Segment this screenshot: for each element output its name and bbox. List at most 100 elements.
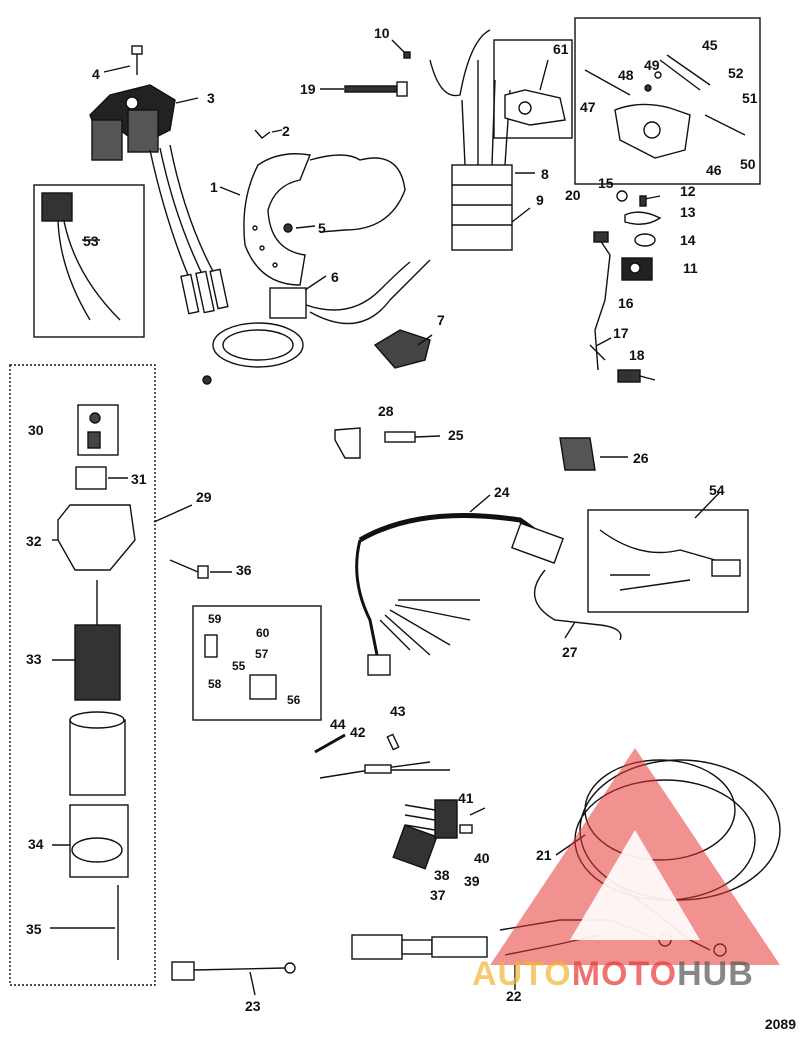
part-11-switch (621, 257, 653, 281)
callout-19: 19 (300, 81, 316, 97)
callout-57: 57 (255, 647, 269, 661)
part-4-bolt (103, 45, 143, 75)
part-starter-housing (69, 711, 126, 796)
part-43-terminal (386, 733, 400, 751)
callout-28: 28 (378, 403, 394, 419)
part-1-trigger-plate (219, 153, 406, 286)
part-29-leader (153, 504, 193, 523)
part-26-grommet (559, 437, 628, 471)
part-54-harness (599, 491, 741, 591)
inset-box-45-52 (574, 17, 761, 185)
callout-32: 32 (26, 533, 42, 549)
callout-47: 47 (580, 99, 596, 115)
part-33-armature (52, 580, 121, 701)
part-53-harness (41, 192, 121, 321)
part-42-harness (319, 761, 450, 779)
callout-38: 38 (434, 867, 450, 883)
callout-41: 41 (458, 790, 474, 806)
part-61-switch (504, 59, 566, 126)
callout-54: 54 (709, 482, 725, 498)
callout-58: 58 (208, 677, 222, 691)
callout-26: 26 (633, 450, 649, 466)
part-5-screw (283, 223, 316, 233)
callout-24: 24 (494, 484, 510, 500)
callout-16: 16 (618, 295, 634, 311)
callout-14: 14 (680, 232, 696, 248)
part-46-bracket (584, 54, 746, 159)
part-40-terminal (459, 824, 473, 834)
callout-43: 43 (390, 703, 406, 719)
callout-49: 49 (644, 57, 660, 73)
part-10-screw (391, 39, 411, 59)
callout-10: 10 (374, 25, 390, 41)
callout-21: 21 (536, 847, 552, 863)
callout-7: 7 (437, 312, 445, 328)
callout-48: 48 (618, 67, 634, 83)
part-41-screw (469, 807, 486, 816)
callout-34: 34 (28, 836, 44, 852)
callout-29: 29 (196, 489, 212, 505)
callout-25: 25 (448, 427, 464, 443)
part-9-screw (511, 207, 531, 223)
callout-61: 61 (553, 41, 569, 57)
callout-50: 50 (740, 156, 756, 172)
callout-31: 31 (131, 471, 147, 487)
callout-33: 33 (26, 651, 42, 667)
callout-55: 55 (232, 659, 246, 673)
callout-39: 39 (464, 873, 480, 889)
part-24-harness (355, 494, 564, 676)
part-17-boot (589, 337, 612, 361)
callout-42: 42 (350, 724, 366, 740)
part-8-module (429, 29, 535, 251)
watermark-logo (490, 748, 780, 965)
part-7-bracket (373, 329, 433, 369)
callout-5: 5 (318, 220, 326, 236)
part-38-rectifier (392, 824, 438, 870)
wm-hub: HUB (677, 955, 754, 993)
part-18-plug (617, 369, 656, 383)
callout-20: 20 (565, 187, 581, 203)
callout-52: 52 (728, 65, 744, 81)
part-14-spacer (634, 233, 656, 247)
callout-2: 2 (282, 123, 290, 139)
part-32-end-cap (52, 504, 136, 571)
inset-box-53 (33, 184, 145, 338)
callout-3: 3 (207, 90, 215, 106)
callout-46: 46 (706, 162, 722, 178)
wm-auto: AUTO (472, 955, 572, 993)
part-36-bolt (169, 559, 232, 579)
callout-60: 60 (256, 626, 270, 640)
callout-40: 40 (474, 850, 490, 866)
callout-59: 59 (208, 612, 222, 626)
callout-45: 45 (702, 37, 718, 53)
part-55-relay (249, 674, 277, 700)
part-19-bolt (320, 81, 408, 97)
callout-15: 15 (598, 175, 614, 191)
callout-6: 6 (331, 269, 339, 285)
callout-51: 51 (742, 90, 758, 106)
callout-35: 35 (26, 921, 42, 937)
callout-53: 53 (83, 233, 99, 249)
part-6-ignition-coil (202, 259, 431, 385)
callout-11: 11 (683, 260, 698, 276)
inset-box-54 (587, 509, 749, 613)
callout-30: 30 (28, 422, 44, 438)
callout-18: 18 (629, 347, 645, 363)
callout-9: 9 (536, 192, 544, 208)
inset-box-59-60 (192, 605, 322, 721)
callout-4: 4 (92, 66, 100, 82)
callout-8: 8 (541, 166, 549, 182)
inset-box-starter (9, 364, 156, 986)
part-30-hardware (77, 404, 119, 456)
part-3-stator (89, 84, 229, 315)
part-27-lead (533, 569, 622, 641)
callout-36: 36 (236, 562, 252, 578)
part-23-lead (171, 961, 296, 996)
wm-moto: MOTO (571, 955, 678, 993)
part-39-regulator (404, 799, 458, 839)
callout-27: 27 (562, 644, 578, 660)
callout-23: 23 (245, 998, 261, 1014)
callout-12: 12 (680, 183, 696, 199)
part-44-tie (314, 733, 346, 754)
